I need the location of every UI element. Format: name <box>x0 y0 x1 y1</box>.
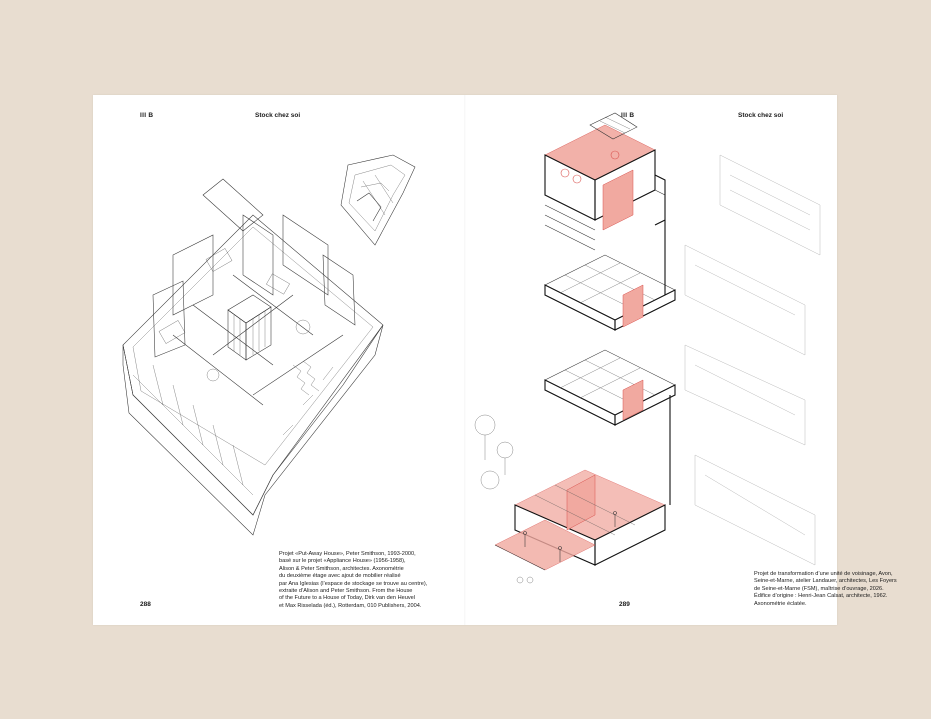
right-figure-caption: Projet de transformation d’une unité de … <box>754 571 897 607</box>
right-page-number: 289 <box>619 601 630 608</box>
right-section-marker: III B <box>621 112 635 119</box>
upper-floor-level <box>544 244 806 356</box>
middle-floor-level <box>544 344 806 446</box>
left-figure-caption: Projet «Put-Away House», Peter Smithson,… <box>279 551 428 609</box>
ground-floor-level <box>474 414 816 584</box>
main-axonometric-drawing <box>122 178 384 536</box>
exploded-axonometric <box>474 112 821 584</box>
left-running-title: Stock chez soi <box>255 112 301 119</box>
right-page: III B Stock chez soi <box>465 95 897 625</box>
book-gutter <box>464 95 466 625</box>
book-spread: III B Stock chez soi <box>93 95 897 625</box>
rooftop-level <box>544 112 821 256</box>
left-page-number: 288 <box>140 601 151 608</box>
right-running-title: Stock chez soi <box>738 112 784 119</box>
left-page: III B Stock chez soi <box>93 95 465 625</box>
put-away-house-axonometric <box>122 154 416 536</box>
left-section-marker: III B <box>140 112 154 119</box>
inset-axonometric-drawing <box>340 154 416 246</box>
